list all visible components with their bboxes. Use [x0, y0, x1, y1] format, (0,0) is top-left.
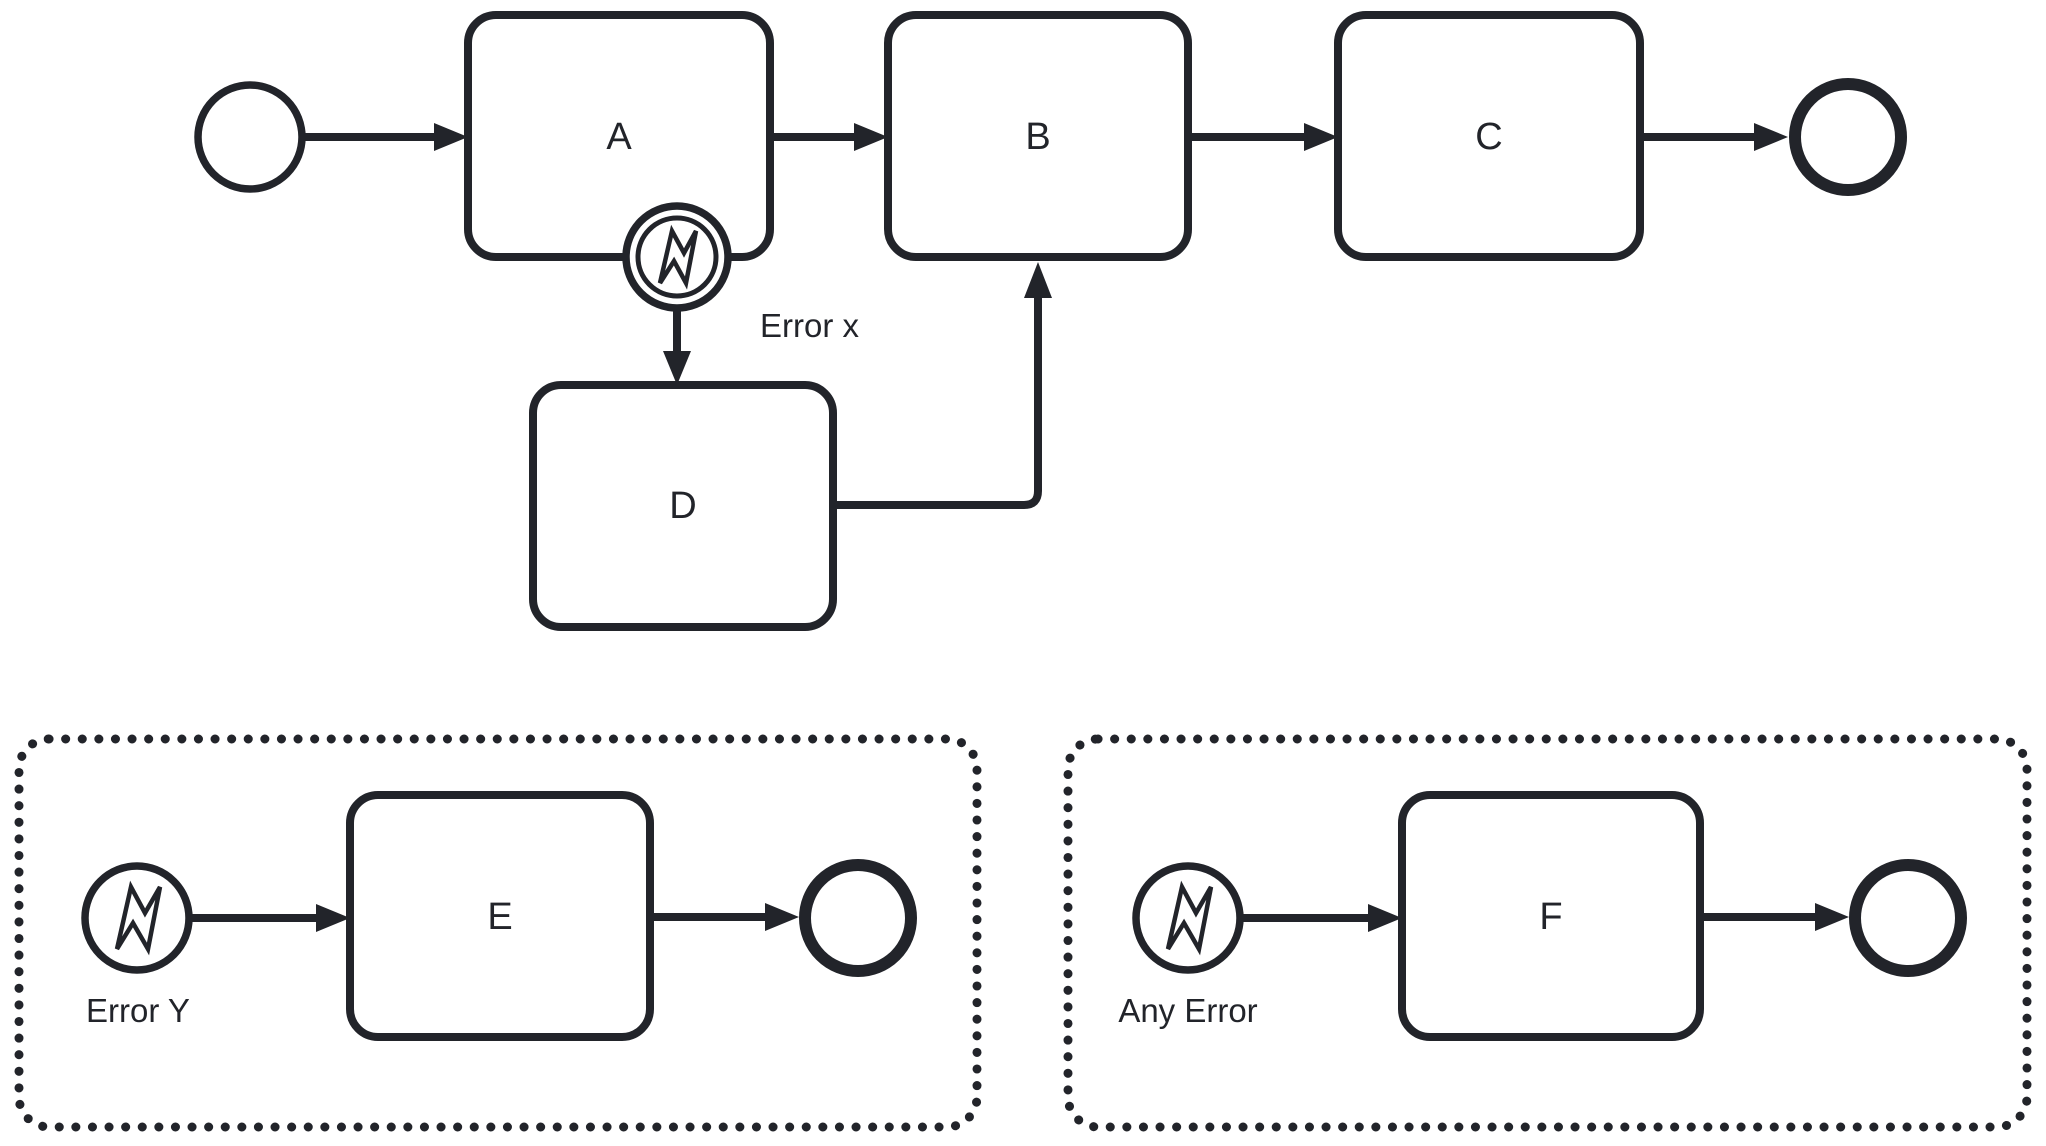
end-event-error-y[interactable]: [799, 859, 917, 977]
flow-a-to-b[interactable]: [770, 123, 888, 151]
flow-f-to-end[interactable]: [1700, 903, 1849, 931]
task-d-label: D: [669, 485, 696, 527]
error-start-event-any-error[interactable]: [1132, 862, 1244, 974]
event-label-error-y: Error Y: [86, 992, 190, 1029]
task-b[interactable]: B: [884, 11, 1192, 261]
task-e-label: E: [487, 896, 512, 938]
flow-start-to-a[interactable]: [302, 123, 468, 151]
task-e[interactable]: E: [346, 791, 654, 1041]
arrowhead: [1368, 904, 1402, 932]
error-lightning-icon: [657, 224, 699, 290]
end-event-main[interactable]: [1789, 78, 1907, 196]
arrowhead: [854, 123, 888, 151]
task-a[interactable]: A: [464, 11, 774, 261]
start-event[interactable]: [194, 81, 306, 193]
event-subprocess-any-error[interactable]: [1063, 734, 2032, 1132]
arrowhead: [1024, 262, 1052, 298]
arrowhead: [765, 903, 799, 931]
arrowhead: [316, 904, 350, 932]
flow-any-error-to-f[interactable]: [1240, 904, 1402, 932]
flow-e-to-end[interactable]: [650, 903, 799, 931]
flow-label-error-x: Error x: [760, 307, 860, 344]
flow-error-y-to-e[interactable]: [189, 904, 350, 932]
flow-b-to-c[interactable]: [1188, 123, 1338, 151]
task-a-label: A: [606, 116, 632, 158]
arrowhead: [434, 123, 468, 151]
end-event-any-error[interactable]: [1849, 859, 1967, 977]
arrowhead: [1754, 123, 1788, 151]
task-b-label: B: [1025, 116, 1050, 158]
task-f-label: F: [1539, 896, 1562, 938]
event-label-any-error: Any Error: [1118, 992, 1257, 1029]
error-lightning-icon: [1165, 880, 1214, 956]
arrowhead: [1815, 903, 1849, 931]
arrowhead: [663, 351, 691, 385]
task-c-label: C: [1475, 116, 1502, 158]
error-boundary-event[interactable]: [622, 202, 732, 312]
error-lightning-icon: [114, 880, 163, 956]
event-subprocess-error-y[interactable]: [14, 734, 982, 1132]
task-d[interactable]: D: [529, 381, 837, 631]
error-start-event-error-y[interactable]: [81, 862, 193, 974]
task-c[interactable]: C: [1334, 11, 1644, 261]
arrowhead: [1304, 123, 1338, 151]
flow-c-to-end[interactable]: [1640, 123, 1788, 151]
task-f[interactable]: F: [1398, 791, 1704, 1041]
flow-boundary-to-d[interactable]: [663, 309, 691, 385]
flow-d-to-b[interactable]: [833, 262, 1052, 509]
